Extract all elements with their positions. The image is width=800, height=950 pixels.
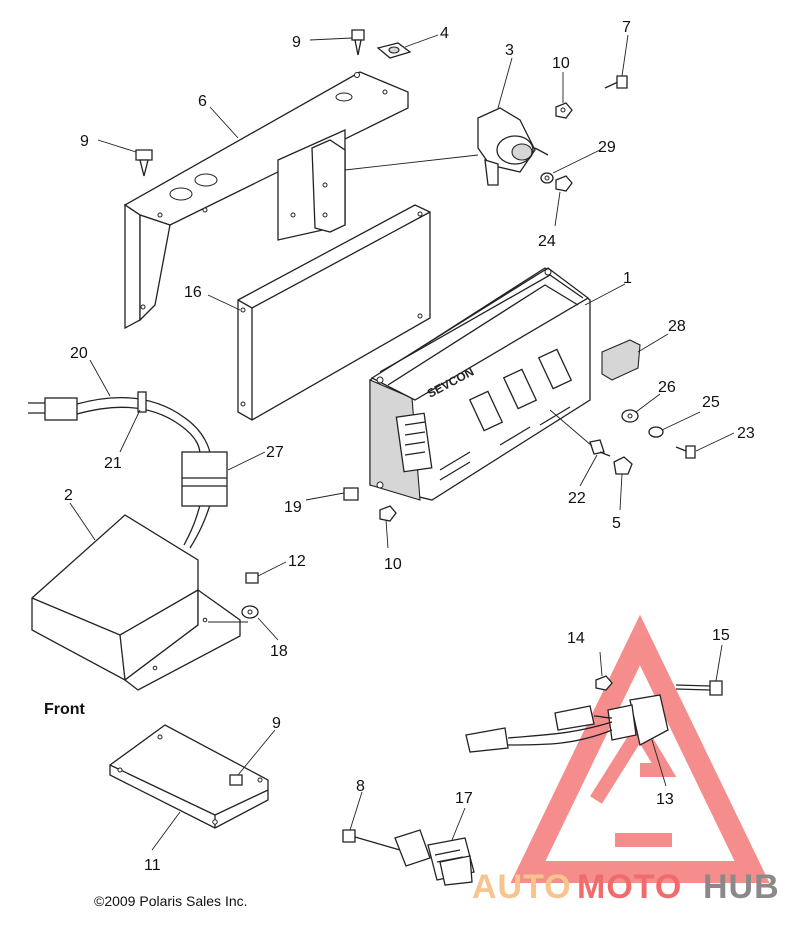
bolt-part-9-top <box>351 29 365 56</box>
washer-part-18 <box>241 605 259 619</box>
callout-12: 12 <box>288 553 306 570</box>
bracket-part-11 <box>109 724 269 829</box>
callout-10-bottom: 10 <box>384 556 402 573</box>
callout-21: 21 <box>104 455 122 472</box>
nut-part-24 <box>555 175 573 192</box>
copyright-text: ©2009 Polaris Sales Inc. <box>94 893 248 909</box>
callout-17: 17 <box>455 790 473 807</box>
callout-9-left: 9 <box>80 133 89 150</box>
front-label: Front <box>44 701 86 718</box>
nut-part-10-bottom <box>379 505 397 522</box>
callout-8: 8 <box>356 778 365 795</box>
watermark-hub: HUB <box>703 868 780 906</box>
bolt-part-22 <box>589 439 611 457</box>
watermark-logo <box>510 614 770 883</box>
callout-10-top: 10 <box>552 55 570 72</box>
connector-part-17 <box>394 829 475 886</box>
callout-14: 14 <box>567 630 585 647</box>
leader-lines <box>69 34 735 851</box>
callout-25: 25 <box>702 394 720 411</box>
watermark-moto: MOTO <box>577 868 682 906</box>
callout-7: 7 <box>622 19 631 36</box>
nut-part-4 <box>376 42 412 59</box>
bolt-part-9-left <box>135 149 153 177</box>
bolt-part-8 <box>342 829 401 851</box>
callout-11: 11 <box>144 857 161 874</box>
callout-28: 28 <box>668 318 686 335</box>
box-part-2 <box>31 514 241 691</box>
cap-part-28 <box>601 339 641 381</box>
callout-24: 24 <box>538 233 556 250</box>
washer-part-25 <box>648 426 664 438</box>
callout-15: 15 <box>712 627 730 644</box>
callout-23: 23 <box>737 425 755 442</box>
bolt-part-15 <box>675 680 723 696</box>
washer-part-29 <box>540 172 554 184</box>
controller-part-1: SEVCON <box>369 267 591 501</box>
pad-part-16 <box>237 204 431 421</box>
bolt-part-23 <box>675 445 696 459</box>
bolt-part-19 <box>343 487 359 501</box>
callout-26: 26 <box>658 379 676 396</box>
callout-16: 16 <box>184 284 202 301</box>
callout-18: 18 <box>270 643 288 660</box>
callout-3: 3 <box>505 42 514 59</box>
callout-20: 20 <box>70 345 88 362</box>
watermark-text: AUTO MOTO HUB <box>472 868 780 906</box>
callout-9-top: 9 <box>292 34 301 51</box>
bolt-part-12 <box>245 572 259 584</box>
callout-9-bottom: 9 <box>272 715 281 732</box>
clip-part-21 <box>137 391 147 413</box>
callout-22: 22 <box>568 490 586 507</box>
callout-29: 29 <box>598 139 616 156</box>
callout-2: 2 <box>64 487 73 504</box>
harness-part-13 <box>465 694 669 753</box>
callout-1: 1 <box>623 270 632 287</box>
callout-27: 27 <box>266 444 284 461</box>
contactor-part-3 <box>477 107 549 186</box>
watermark-auto: AUTO <box>472 868 572 906</box>
callout-6: 6 <box>198 93 207 110</box>
bracket-part-6 <box>123 71 409 330</box>
nut-part-5 <box>613 456 633 475</box>
callout-numbers: 9 4 3 7 10 6 9 29 24 1 16 28 20 26 25 23… <box>44 19 755 909</box>
connector-part-27 <box>181 451 228 507</box>
nut-part-14 <box>595 675 613 691</box>
harness-part-20 <box>28 396 211 549</box>
nut-part-10-top <box>555 102 573 119</box>
callout-13: 13 <box>656 791 674 808</box>
bolt-part-7 <box>604 75 628 89</box>
callout-19: 19 <box>284 499 302 516</box>
callout-5: 5 <box>612 515 621 532</box>
washer-part-26 <box>621 409 639 423</box>
callout-4: 4 <box>440 25 449 42</box>
